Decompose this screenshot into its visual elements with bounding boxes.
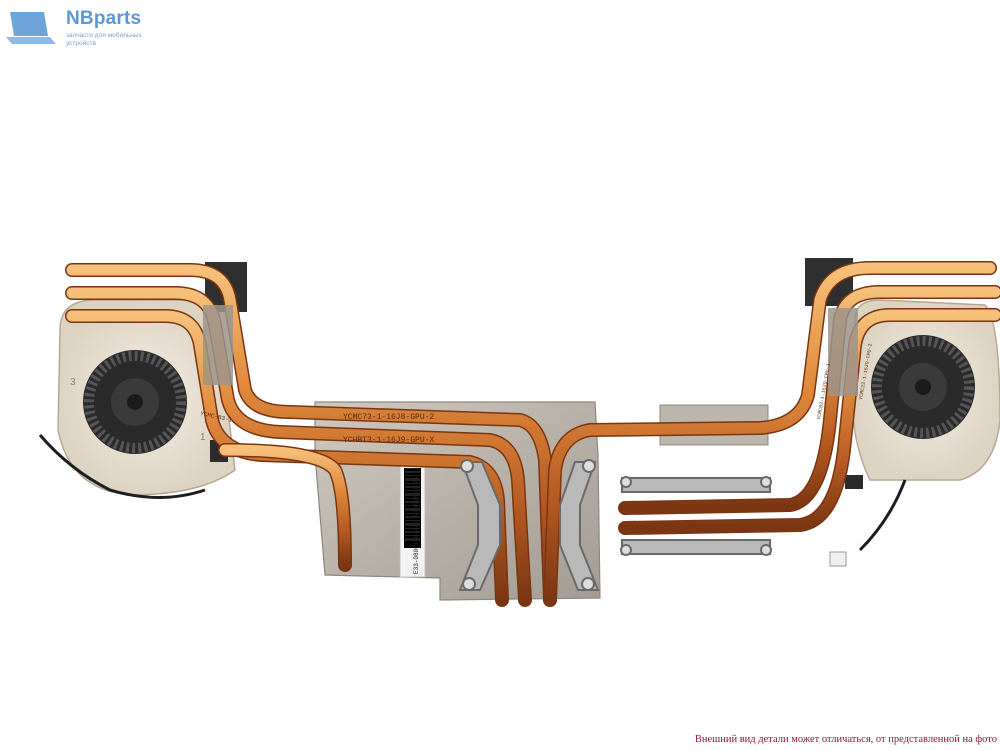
- logo-tagline: запчасти для мобильных устройств: [66, 32, 142, 47]
- pipe-bottom-label: YCHBT3-1-16J9-GPU-X: [343, 436, 434, 445]
- nbparts-logo[interactable]: NBparts запчасти для мобильных устройств: [6, 6, 166, 54]
- laptop-icon: [6, 12, 56, 44]
- thermal-pads: [203, 305, 858, 396]
- left-fan-mark-2: 1: [200, 432, 206, 443]
- mounting-brackets: [458, 459, 772, 591]
- left-fan-mark-1: 3: [70, 377, 76, 388]
- heatpipes: [65, 261, 1000, 607]
- pipe-top-label: YCMC73-1-16J8-GPU-2: [343, 413, 434, 422]
- photo-disclaimer: Внешний вид детали может отличаться, от …: [694, 734, 997, 745]
- logo-title: NBparts: [66, 8, 142, 29]
- barcode-number: E33-0800170-A87 PHBR260072B: [413, 476, 420, 574]
